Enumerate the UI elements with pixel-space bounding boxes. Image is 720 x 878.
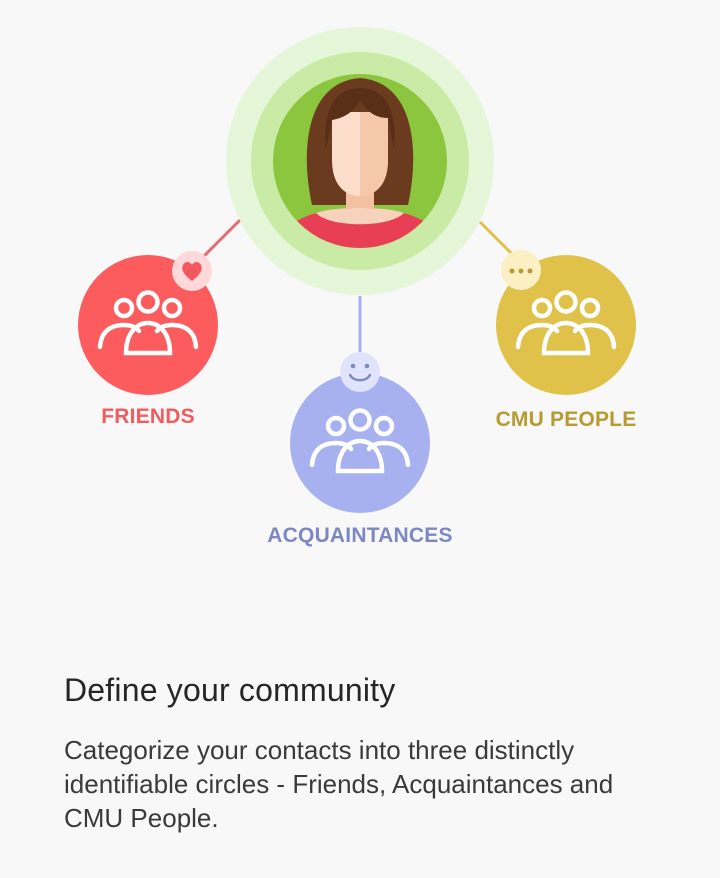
acquaintances-label: ACQUAINTANCES xyxy=(267,524,453,547)
friends-circle[interactable] xyxy=(78,255,218,395)
cmu-people-circle[interactable] xyxy=(496,255,636,395)
group-icon xyxy=(97,290,199,356)
page-title: Define your community xyxy=(64,672,396,708)
group-icon xyxy=(515,290,617,356)
smiley-icon xyxy=(340,352,380,392)
circles-diagram xyxy=(78,27,636,513)
group-icon xyxy=(309,408,411,474)
friends-connector xyxy=(196,218,242,264)
user-avatar-icon xyxy=(226,27,494,295)
onboarding-text: Define your community Categorize your co… xyxy=(64,672,664,835)
friends-label: FRIENDS xyxy=(101,405,195,428)
heart-icon xyxy=(172,251,212,291)
community-illustration: FRIENDS ACQUAINTANCES CMU PEOPLE xyxy=(78,27,637,547)
acquaintances-circle[interactable] xyxy=(290,373,430,513)
page-description: Categorize your contacts into three dist… xyxy=(64,735,614,833)
more-dots-icon xyxy=(501,250,541,290)
cmu-people-label: CMU PEOPLE xyxy=(495,408,637,431)
cmu-people-connector xyxy=(478,220,518,260)
